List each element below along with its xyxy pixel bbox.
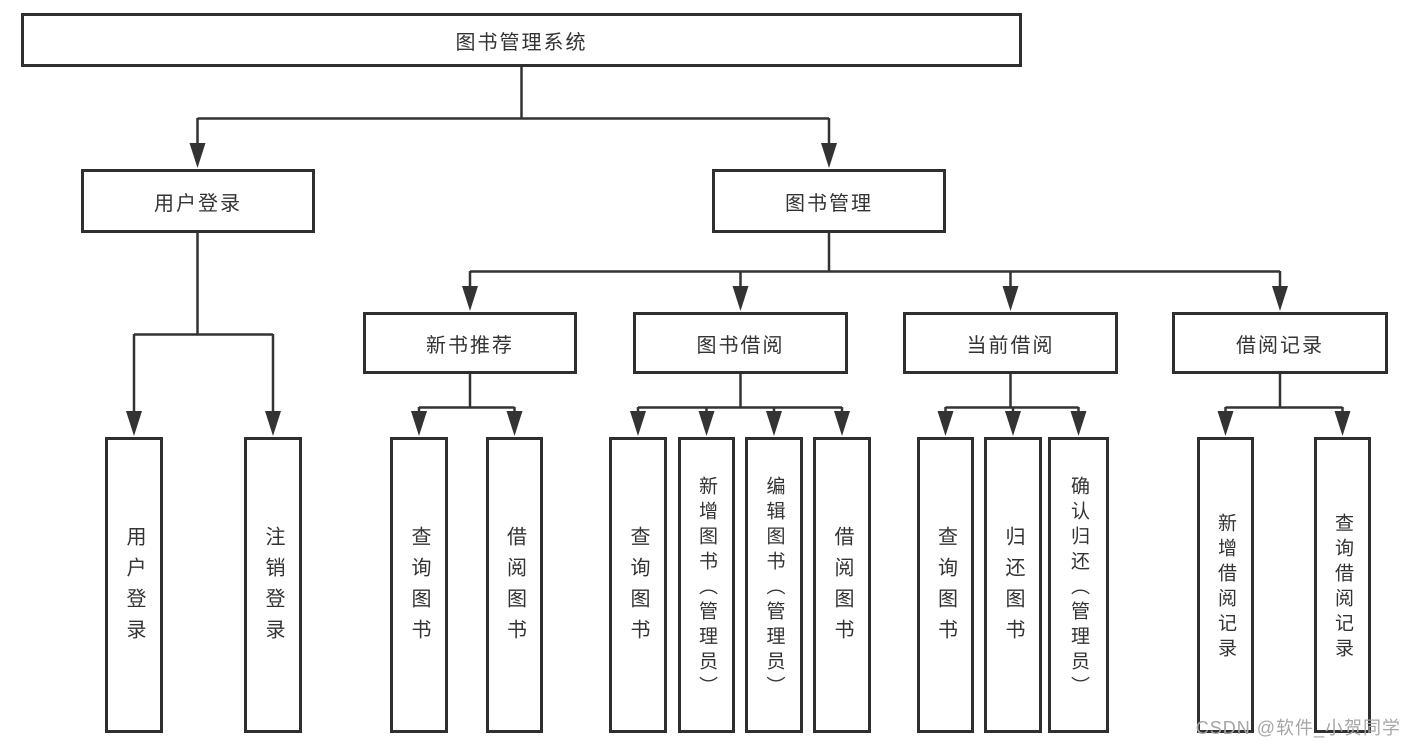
node-current-borrowing: 当前借阅 xyxy=(903,312,1118,374)
leaf-add-books-admin: 新增图书（管理员） xyxy=(678,437,735,733)
leaf-query-books: 查询图书 xyxy=(609,437,667,733)
leaf-borrow-books: 借阅图书 xyxy=(486,437,543,733)
leaf-query-borrowing-record: 查询借阅记录 xyxy=(1314,437,1371,733)
leaf-borrow-books: 借阅图书 xyxy=(813,437,871,733)
leaf-confirm-return-admin: 确认归还（管理员） xyxy=(1048,437,1109,733)
csdn-watermark: CSDN @软件_小贺同学 xyxy=(1195,718,1401,738)
node-book-management: 图书管理 xyxy=(712,169,946,233)
leaf-edit-books-admin: 编辑图书（管理员） xyxy=(745,437,803,733)
node-user-login: 用户登录 xyxy=(81,169,315,233)
node-book-borrowing: 图书借阅 xyxy=(633,312,848,374)
leaf-query-books: 查询图书 xyxy=(390,437,448,733)
leaf-user-login: 用户登录 xyxy=(105,437,163,733)
leaf-return-books: 归还图书 xyxy=(984,437,1042,733)
node-borrowing-records: 借阅记录 xyxy=(1172,312,1388,374)
leaf-query-books: 查询图书 xyxy=(917,437,974,733)
node-new-book-recommendation: 新书推荐 xyxy=(363,312,577,374)
leaf-logout: 注销登录 xyxy=(244,437,302,733)
node-library-management-system: 图书管理系统 xyxy=(21,13,1022,67)
leaf-add-borrowing-record: 新增借阅记录 xyxy=(1197,437,1254,733)
